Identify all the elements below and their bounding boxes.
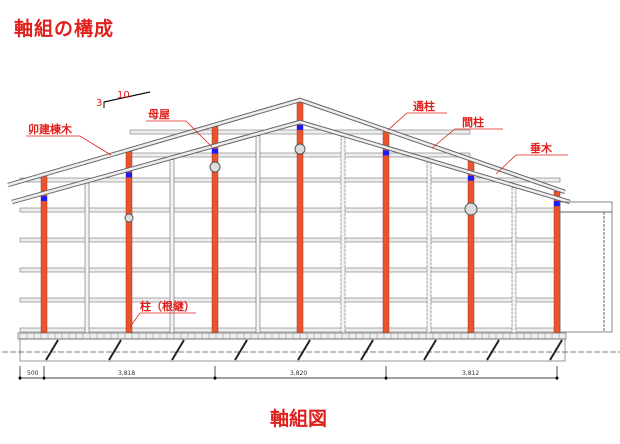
joint-marker	[212, 148, 218, 154]
label-stud: 間柱	[462, 115, 484, 129]
bolt-joint	[124, 213, 134, 223]
label-column-base: 柱（根継）	[140, 299, 195, 313]
label-through-column: 通柱	[413, 99, 435, 113]
stud	[84, 182, 90, 334]
column	[553, 190, 561, 334]
svg-text:10: 10	[117, 90, 130, 101]
bolt-joint	[209, 161, 221, 173]
column	[296, 101, 304, 334]
stud	[426, 161, 432, 334]
label-ridge-rafter: 卯建棟木	[28, 122, 73, 136]
foundation-hatch	[297, 339, 311, 361]
joint-marker	[126, 172, 132, 178]
column	[382, 131, 390, 334]
column	[467, 161, 475, 334]
joint-marker	[297, 125, 303, 130]
svg-text:3: 3	[96, 98, 102, 109]
sill	[17, 332, 567, 340]
foundation-hatch	[486, 339, 500, 361]
bolt-joint	[464, 202, 478, 216]
dimension-point	[384, 376, 388, 380]
foundation-hatch	[108, 339, 122, 361]
joint-marker	[383, 150, 389, 156]
foundation-hatch	[360, 339, 374, 361]
frame-structure	[2, 97, 620, 362]
annex-wall	[559, 201, 613, 333]
diagram-caption: 軸組図	[270, 408, 328, 430]
joint-marker	[41, 196, 47, 202]
foundation	[19, 338, 566, 362]
stud	[255, 135, 261, 334]
slope-indicator: 3 10	[96, 90, 151, 109]
girt	[19, 327, 561, 333]
foundation-hatch	[549, 339, 563, 361]
joint-marker	[468, 175, 474, 181]
column	[125, 151, 133, 334]
dimension-line: 500 3,818 3,820 3,812	[18, 366, 559, 380]
girt	[19, 267, 561, 273]
label-rafter: 垂木	[530, 141, 553, 155]
ridge-rafter-inner	[7, 98, 566, 194]
joint-marker	[554, 201, 560, 207]
foundation-hatch	[45, 339, 59, 361]
girt	[19, 297, 561, 303]
girt	[19, 207, 561, 213]
svg-text:3,818: 3,818	[118, 370, 135, 377]
dimension-point	[18, 376, 22, 380]
rafter-inner	[11, 120, 571, 204]
labels: 卯建棟木 母屋 通柱 間柱 垂木 柱（根継）	[26, 99, 568, 328]
foundation-hatch	[171, 339, 185, 361]
stud	[511, 187, 517, 334]
column	[211, 126, 219, 334]
svg-text:3,812: 3,812	[462, 370, 479, 377]
bolt-joint	[294, 143, 306, 155]
label-purlin: 母屋	[148, 108, 170, 121]
svg-text:3,820: 3,820	[290, 370, 307, 377]
foundation-hatch	[234, 339, 248, 361]
dimension-point	[555, 376, 559, 380]
svg-text:500: 500	[27, 370, 39, 377]
stud	[340, 136, 346, 334]
diagram-title: 軸組の構成	[14, 18, 115, 40]
girt	[19, 237, 561, 243]
foundation-hatch	[423, 339, 437, 361]
dimension-point	[213, 376, 217, 380]
dimension-point	[42, 376, 46, 380]
